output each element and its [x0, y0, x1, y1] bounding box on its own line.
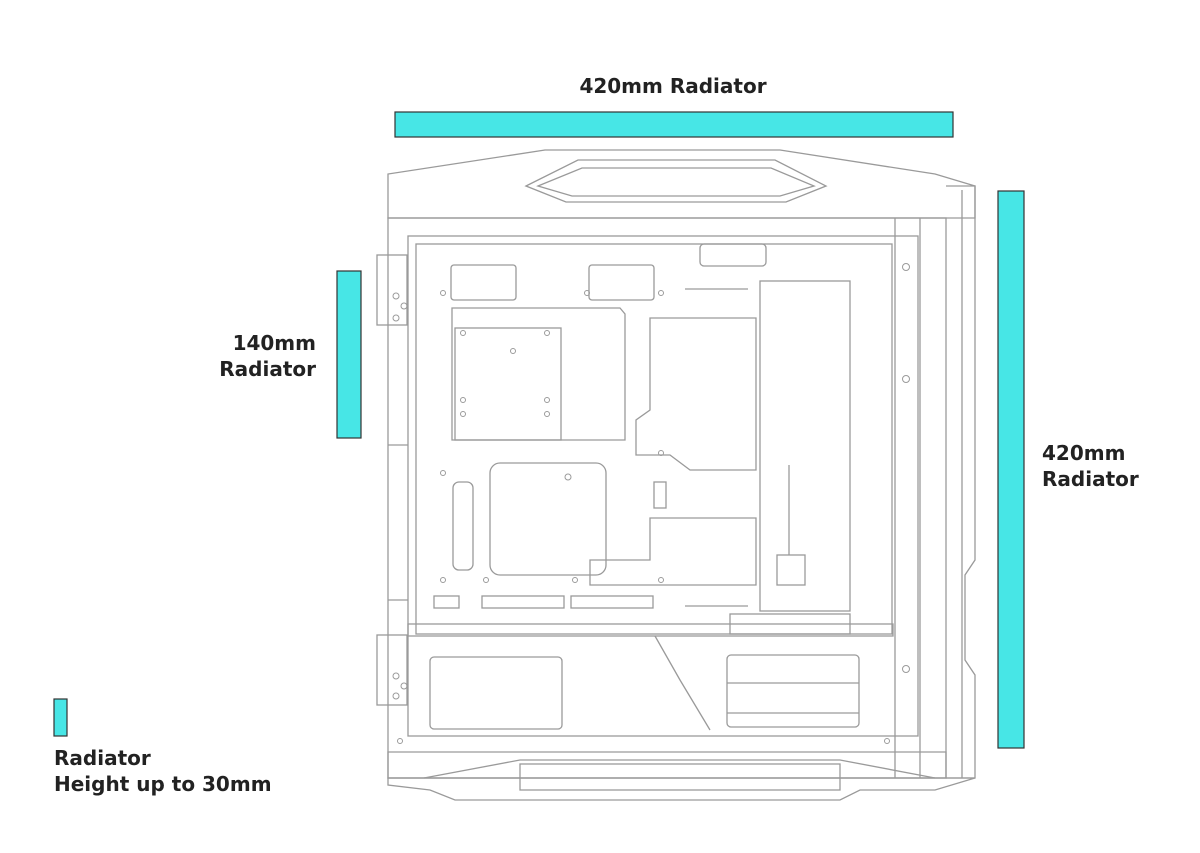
legend-title: Radiator [54, 746, 151, 770]
small-slot [653, 481, 667, 509]
bottom-foot [423, 759, 936, 779]
rear-radiator-label: 140mm Radiator [219, 330, 316, 382]
cable-cutout-2 [489, 462, 607, 576]
ssd-clip [776, 554, 806, 586]
shroud-bracket [729, 613, 851, 635]
tray-cutout-3 [699, 243, 767, 267]
front-panel [946, 185, 976, 779]
inner-frame [407, 235, 919, 737]
top-radiator-text: 420mm Radiator [579, 74, 767, 98]
cable-cutout-1 [635, 317, 757, 471]
main-frame [387, 217, 947, 779]
motherboard-tray [415, 243, 893, 635]
top-handle [524, 159, 828, 203]
bottom-vent [519, 763, 841, 791]
bottom-rail [387, 751, 947, 779]
tray-cutout-2 [588, 264, 655, 301]
top-handle-inner [536, 167, 816, 197]
rear-radiator-word: Radiator [219, 357, 316, 381]
front-radiator-word: Radiator [1042, 467, 1139, 491]
screws [392, 263, 910, 744]
front-radiator-label: 420mm Radiator [1042, 440, 1139, 492]
legend-height-note: Height up to 30mm [54, 772, 272, 796]
shroud-edge [654, 635, 711, 731]
front-radiator-size: 420mm [1042, 441, 1126, 465]
cable-slot-left [452, 481, 474, 571]
slot-c [570, 595, 654, 609]
hdd-cage [726, 654, 860, 728]
tray-cutout-1 [450, 264, 517, 301]
ssd-bracket [759, 280, 851, 612]
rear-psu-bracket [376, 634, 408, 706]
rear-radiator-bar [336, 270, 362, 439]
slot-b [481, 595, 565, 609]
top-radiator-label: 420mm Radiator [0, 73, 1200, 99]
cpu-cutout [451, 307, 626, 441]
rear-io-bracket [376, 254, 408, 326]
legend-swatch [53, 698, 68, 737]
case-outline [376, 149, 976, 801]
front-radiator-bar [997, 190, 1025, 749]
shroud-rail [407, 623, 894, 637]
slot-a [433, 595, 460, 609]
bottom-cover [387, 777, 976, 801]
cable-cutout-3 [589, 517, 757, 586]
rear-radiator-size: 140mm [232, 331, 316, 355]
legend-label: Radiator Height up to 30mm [54, 745, 272, 797]
top-radiator-bar [394, 111, 954, 138]
psu-bay [429, 656, 563, 730]
cpu-bracket [454, 327, 562, 441]
